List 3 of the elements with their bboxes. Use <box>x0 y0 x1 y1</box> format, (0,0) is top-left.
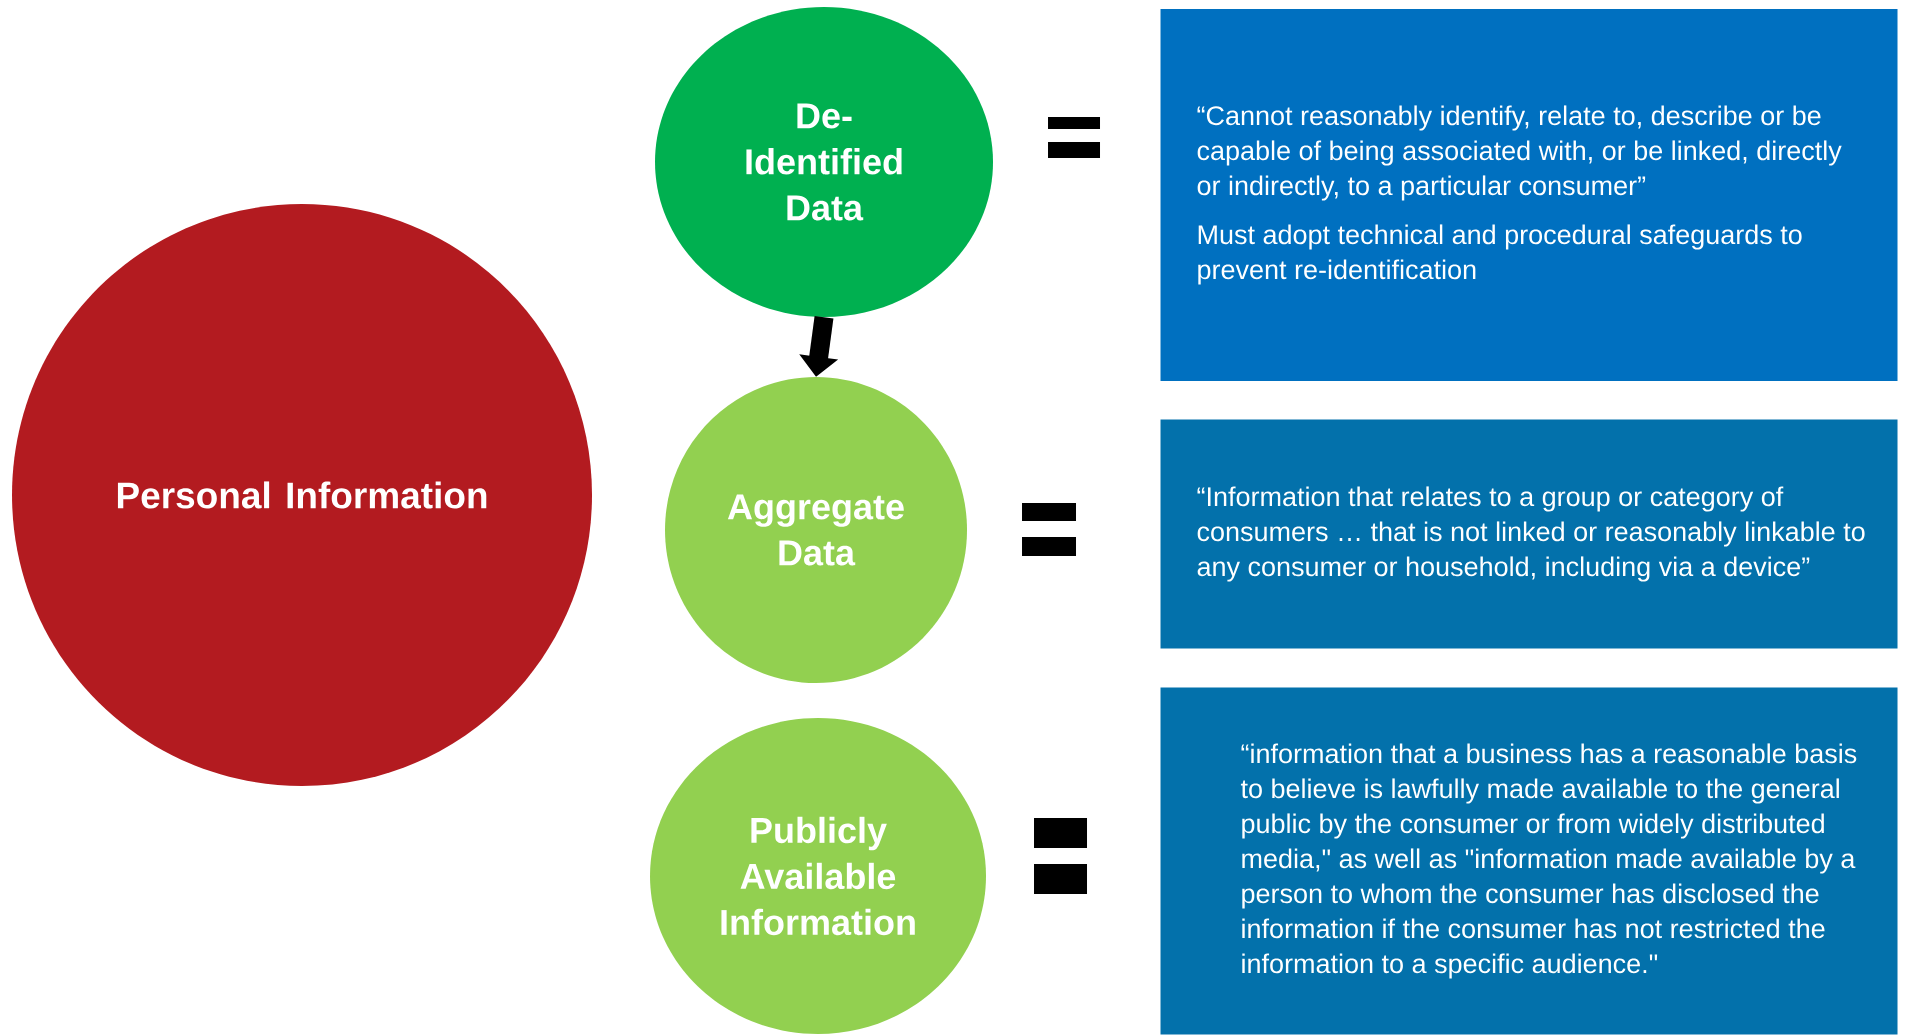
text-box: “information that a business has a reasonable basis to believe is lawfully made available to the general public by the consumer or from widely distributed media," as well as "information made available by a person to whom the consumer has disclosed the information if the consumer has not restricted the information to a specific audience." <box>1160 687 1898 1035</box>
text-box: “Cannot reasonably identify, relate to, describe or be capable of being associated with, or be linked, directly or indirectly, to a particular consumer” Must adopt technical and procedural safeguards to prevent re-identification <box>1160 9 1898 381</box>
text-box: “Information that relates to a group or category of consumers … that is not linked or reasonably linkable to any consumer or household, including via a device” <box>1160 419 1898 649</box>
